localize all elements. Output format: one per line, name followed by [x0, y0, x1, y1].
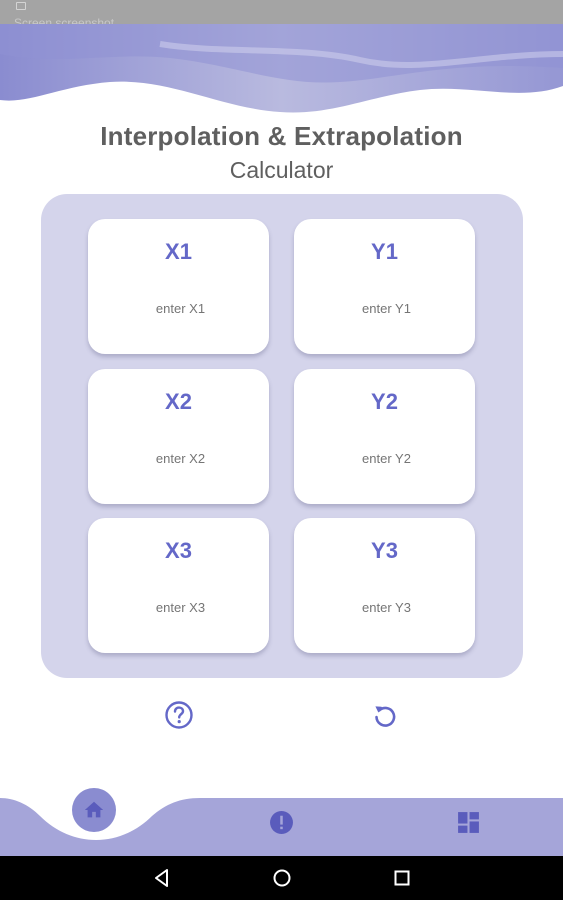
x3-input[interactable]	[98, 599, 263, 616]
x1-card[interactable]: X1	[88, 219, 269, 354]
x2-label: X2	[165, 389, 192, 414]
home-icon	[84, 801, 104, 818]
x2-card[interactable]: X2	[88, 369, 269, 504]
dashboard-icon[interactable]	[456, 810, 481, 835]
header-wave	[0, 24, 563, 113]
refresh-icon[interactable]	[370, 700, 400, 730]
alert-circle-icon[interactable]	[269, 810, 294, 835]
y2-label: Y2	[371, 389, 398, 414]
system-nav-bar	[0, 856, 563, 900]
recents-icon[interactable]	[392, 867, 412, 889]
help-icon[interactable]	[164, 700, 194, 730]
notification-icon	[16, 2, 26, 10]
y3-input[interactable]	[304, 599, 469, 616]
y1-card[interactable]: Y1	[294, 219, 475, 354]
y2-card[interactable]: Y2	[294, 369, 475, 504]
back-icon[interactable]	[152, 867, 172, 889]
page-title: Interpolation & Extrapolation	[100, 121, 463, 151]
y2-input[interactable]	[304, 450, 469, 467]
y1-input[interactable]	[304, 300, 469, 317]
y3-card[interactable]: Y3	[294, 518, 475, 653]
x2-input[interactable]	[98, 450, 263, 467]
x1-input[interactable]	[98, 300, 263, 317]
notification-text: Screen screenshot	[14, 16, 115, 24]
x3-label: X3	[165, 538, 192, 563]
x3-card[interactable]: X3	[88, 518, 269, 653]
input-panel: X1 Y1 X2 Y2 X3 Y3	[41, 194, 523, 678]
x1-label: X1	[165, 239, 192, 264]
y3-label: Y3	[371, 538, 398, 563]
home-circle-icon[interactable]	[272, 867, 292, 889]
page-subtitle: Calculator	[229, 157, 334, 183]
nav-home-button[interactable]	[72, 788, 116, 832]
y1-label: Y1	[371, 239, 398, 264]
status-bar: Screen screenshot	[0, 0, 563, 24]
